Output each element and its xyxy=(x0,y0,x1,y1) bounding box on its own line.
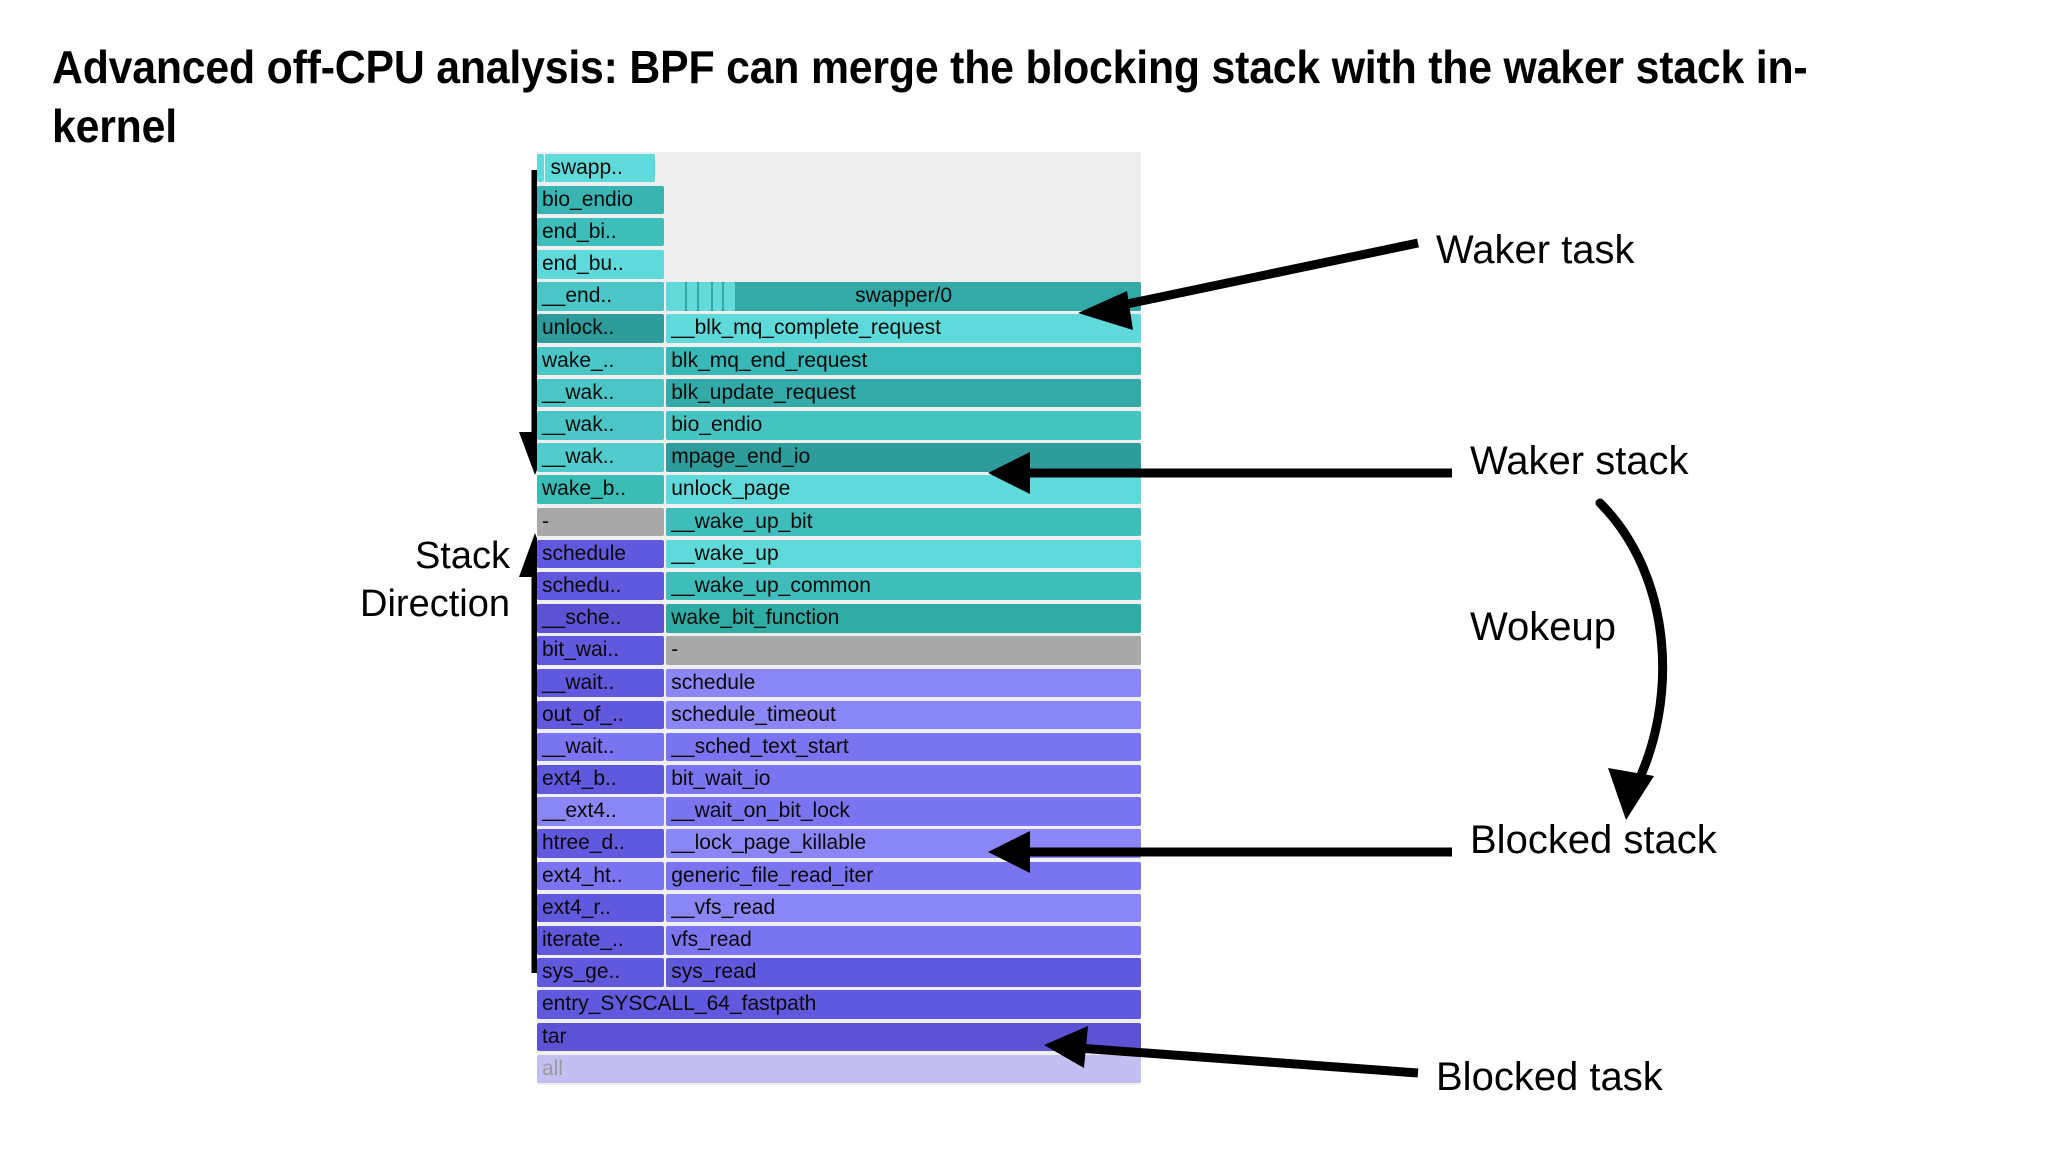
flame-frame-waker-col[interactable]: ext4_r.. xyxy=(537,893,664,923)
flame-frame-full[interactable]: tar xyxy=(537,1022,1141,1052)
flame-frame-blocked-col[interactable]: generic_file_read_iter xyxy=(666,861,1141,891)
flame-frame-waker-col[interactable]: __end.. xyxy=(537,282,664,311)
flame-graph-row: out_of_..schedule_timeout xyxy=(537,699,1141,731)
flame-graph-row: ext4_r..__vfs_read xyxy=(537,892,1141,924)
flame-frame-waker-col[interactable]: __wak.. xyxy=(537,378,664,408)
flame-graph-row: __sche..wake_bit_function xyxy=(537,603,1141,635)
flame-graph-row: entry_SYSCALL_64_fastpath xyxy=(537,989,1141,1021)
flame-frame-blocked-col[interactable]: __vfs_read xyxy=(666,893,1141,923)
page-title: Advanced off-CPU analysis: BPF can merge… xyxy=(52,41,1808,152)
flame-frame-blocked-col[interactable]: unlock_page xyxy=(666,475,1141,504)
flame-frame-blocked-col[interactable]: schedule xyxy=(666,668,1141,697)
flame-graph-row: __ext4..__wait_on_bit_lock xyxy=(537,796,1141,828)
flame-frame-full[interactable]: entry_SYSCALL_64_fastpath xyxy=(537,990,1141,1019)
stack-direction-line2: Direction xyxy=(360,582,510,625)
flame-frame-waker-col[interactable]: iterate_.. xyxy=(537,926,664,955)
flame-frame-waker-col[interactable]: bit_wai.. xyxy=(537,636,664,665)
flame-frame-waker-col[interactable]: schedu.. xyxy=(537,571,664,601)
flame-frame-segment[interactable] xyxy=(712,282,723,311)
flame-frame-blocked-col[interactable]: __wake_up_common xyxy=(666,571,1141,601)
flame-frame-waker-col[interactable]: unlock.. xyxy=(537,314,664,343)
flame-graph-row: unlock..__blk_mq_complete_request xyxy=(537,313,1141,345)
flame-frame-blocked-col[interactable]: __blk_mq_complete_request xyxy=(666,314,1141,343)
flame-graph-row: swapp.. xyxy=(537,152,1141,184)
flame-frame-segment[interactable] xyxy=(666,282,685,311)
flame-frame-label: swapper/0 xyxy=(855,284,953,308)
flame-frame-waker-col[interactable]: end_bi.. xyxy=(537,217,664,247)
flame-frame-blocked-col[interactable]: blk_update_request xyxy=(666,378,1141,408)
flame-graph-row: __wait..__sched_text_start xyxy=(537,731,1141,763)
annotation-waker-stack: Waker stack xyxy=(1470,439,1689,483)
arrow-wokeup-curve xyxy=(1595,498,1668,820)
flame-frame-waker-col[interactable]: ext4_b.. xyxy=(537,765,664,794)
flame-frame-blocked-col[interactable] xyxy=(666,282,1141,311)
flame-frame-waker-col[interactable]: __wak.. xyxy=(537,411,664,440)
flame-graph-row: htree_d..__lock_page_killable xyxy=(537,828,1141,860)
annotation-waker-task: Waker task xyxy=(1436,228,1635,272)
flame-frame-blocked-col[interactable]: __lock_page_killable xyxy=(666,829,1141,858)
flame-frame-waker-col[interactable]: __ext4.. xyxy=(537,797,664,826)
stack-direction-indicator: Stack Direction xyxy=(300,165,560,973)
flame-frame-waker-col[interactable]: out_of_.. xyxy=(537,700,664,730)
flame-frame-waker-col[interactable]: wake_b.. xyxy=(537,475,664,504)
flame-graph-row: end_bi.. xyxy=(537,216,1141,248)
flame-graph-row: bit_wai..- xyxy=(537,635,1141,667)
flame-frame-waker-col[interactable]: bio_endio xyxy=(537,185,664,215)
flame-frame-waker-col[interactable]: sys_ge.. xyxy=(537,958,664,987)
flame-frame-waker-col[interactable]: __sche.. xyxy=(537,604,664,633)
flame-frame-full[interactable]: all xyxy=(537,1054,1141,1084)
flame-graph-row: __wak..mpage_end_io xyxy=(537,442,1141,474)
flame-frame-blocked-col[interactable]: __wake_up xyxy=(666,539,1141,569)
flame-frame-waker-col[interactable]: - xyxy=(537,507,664,537)
annotation-blocked-stack: Blocked stack xyxy=(1470,818,1717,862)
flame-frame-blocked-col[interactable]: __wait_on_bit_lock xyxy=(666,797,1141,826)
flame-graph-row: __end.. swapper/0 xyxy=(537,281,1141,313)
flame-graph-row: __wait..schedule xyxy=(537,667,1141,699)
flame-frame-waker-col[interactable]: swapp.. xyxy=(545,153,656,182)
flame-frame-blocked-col[interactable]: __wake_up_bit xyxy=(666,507,1141,537)
flame-graph-row: schedu..__wake_up_common xyxy=(537,570,1141,602)
flame-frame-blocked-col[interactable]: vfs_read xyxy=(666,926,1141,955)
stack-direction-line1: Stack xyxy=(414,535,510,577)
flame-graph-row: end_bu.. xyxy=(537,249,1141,281)
flame-graph-row: __wak..blk_update_request xyxy=(537,377,1141,409)
flame-graph-row: bio_endio xyxy=(537,184,1141,216)
flame-frame-blocked-col[interactable]: __sched_text_start xyxy=(666,732,1141,762)
flame-frame-blocked-col[interactable]: - xyxy=(666,636,1141,665)
flame-frame-waker-col[interactable]: end_bu.. xyxy=(537,250,664,279)
flame-graph-row: schedule__wake_up xyxy=(537,538,1141,570)
flame-frame-blocked-col[interactable]: bio_endio xyxy=(666,411,1141,440)
flame-frame-blocked-col[interactable]: sys_read xyxy=(666,958,1141,987)
flame-graph-row: iterate_..vfs_read xyxy=(537,925,1141,957)
flame-frame-segment[interactable] xyxy=(724,282,735,311)
flame-frame-waker-col[interactable]: ext4_ht.. xyxy=(537,861,664,891)
flame-frame-waker-col[interactable]: __wak.. xyxy=(537,443,664,472)
flame-graph-row: ext4_ht..generic_file_read_iter xyxy=(537,860,1141,892)
stack-direction-label: Stack Direction xyxy=(300,533,510,628)
flame-frame-waker-col[interactable]: __wait.. xyxy=(537,668,664,697)
flame-frame-waker-col[interactable]: wake_.. xyxy=(537,346,664,376)
annotation-blocked-task: Blocked task xyxy=(1436,1055,1663,1099)
flame-graph-row: sys_ge..sys_read xyxy=(537,957,1141,989)
flame-graph-row: all xyxy=(537,1053,1141,1085)
flame-frame-segment[interactable] xyxy=(698,282,711,311)
annotation-wokeup: Wokeup xyxy=(1470,605,1617,649)
flame-frame-blocked-col[interactable]: blk_mq_end_request xyxy=(666,346,1141,376)
flame-frame-segment[interactable] xyxy=(686,282,697,311)
flame-frame-waker-col[interactable]: htree_d.. xyxy=(537,829,664,858)
flame-frame-blocked-col[interactable]: schedule_timeout xyxy=(666,700,1141,730)
flame-frame-blocked-col[interactable]: wake_bit_function xyxy=(666,604,1141,633)
flame-graph-row: wake_b..unlock_page xyxy=(537,474,1141,506)
flame-graph-row: -__wake_up_bit xyxy=(537,506,1141,538)
flame-graph-row: wake_..blk_mq_end_request xyxy=(537,345,1141,377)
flame-frame-waker-col[interactable]: schedule xyxy=(537,539,664,569)
flame-frame-segment[interactable] xyxy=(537,153,544,182)
flame-frame-blocked-col[interactable]: mpage_end_io xyxy=(666,443,1141,472)
flame-graph-row: __wak..bio_endio xyxy=(537,410,1141,442)
flame-frame-waker-col[interactable]: __wait.. xyxy=(537,732,664,762)
flame-frame-blocked-col[interactable]: bit_wait_io xyxy=(666,765,1141,794)
flame-graph-row: ext4_b..bit_wait_io xyxy=(537,764,1141,796)
flame-graph-row: tar xyxy=(537,1021,1141,1053)
